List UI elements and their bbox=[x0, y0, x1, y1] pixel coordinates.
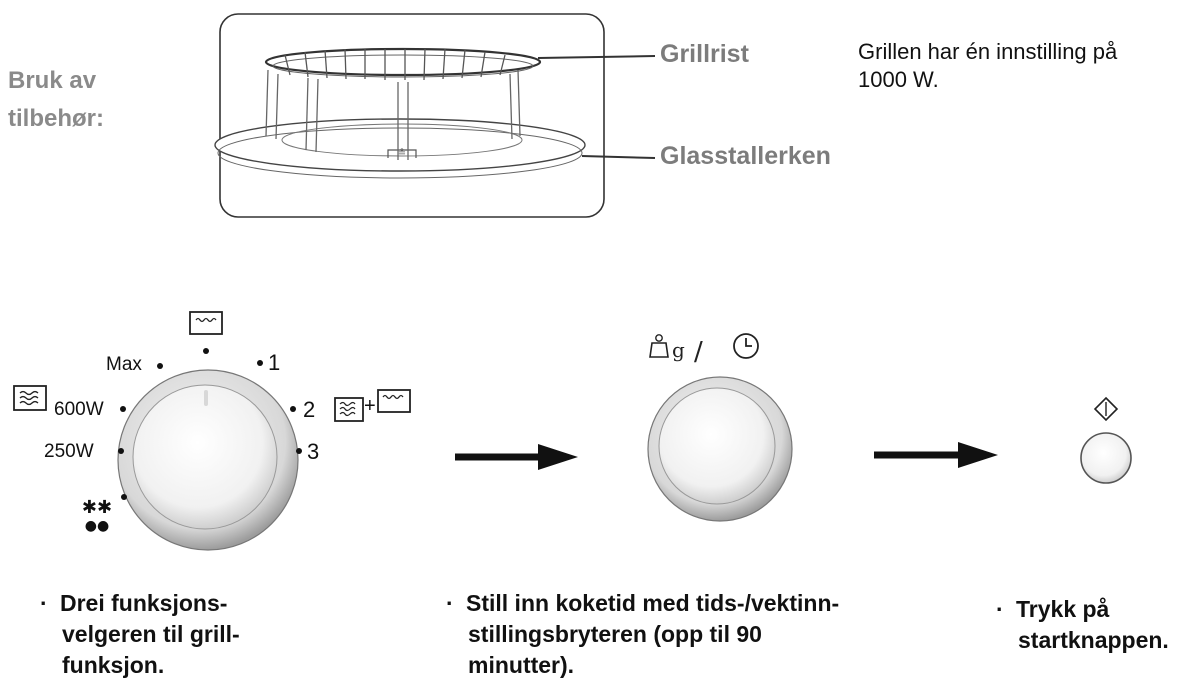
start-button[interactable] bbox=[1080, 432, 1132, 484]
step-1-line3: funksjon. bbox=[62, 652, 165, 678]
arrow-2 bbox=[874, 442, 998, 468]
label-plus: + bbox=[364, 395, 376, 417]
svg-text:≗: ≗ bbox=[398, 148, 406, 159]
step-2-line1: Still inn koketid med tids-/vektinn- bbox=[466, 590, 840, 616]
step-1-line2: velgeren til grill- bbox=[62, 621, 240, 647]
step-2-line3: minutter). bbox=[468, 652, 575, 678]
section-title-line2: tilbehør: bbox=[8, 105, 104, 132]
step-1-line1: Drei funksjons- bbox=[60, 590, 228, 616]
svg-text:✱✱: ✱✱ bbox=[82, 497, 112, 518]
dial-dots bbox=[118, 348, 302, 500]
bullet: · bbox=[446, 590, 454, 616]
callout-grillrist: Grillrist bbox=[660, 40, 749, 68]
function-dial[interactable] bbox=[117, 369, 299, 551]
label-250w: 250W bbox=[44, 441, 94, 462]
timer-weight-dial[interactable] bbox=[647, 376, 793, 522]
defrost-icon: ✱✱ ●● bbox=[82, 497, 112, 534]
svg-text:g: g bbox=[672, 338, 685, 362]
combi-icon bbox=[334, 389, 411, 422]
label-600w: 600W bbox=[54, 399, 104, 420]
microwave-icon bbox=[13, 385, 47, 411]
bullet: · bbox=[996, 596, 1004, 622]
info-line2: 1000 W. bbox=[858, 67, 939, 92]
weight-icon: g bbox=[649, 334, 685, 362]
svg-text:●●: ●● bbox=[85, 518, 109, 534]
step-3-line2: startknappen. bbox=[1018, 627, 1169, 653]
grill-power-info: Grillen har én innstilling på 1000 W. bbox=[858, 38, 1117, 94]
section-title-line1: Bruk av bbox=[8, 67, 97, 94]
clock-icon bbox=[733, 333, 759, 359]
step-2-caption: · Still inn koketid med tids-/vektinn- st… bbox=[446, 588, 839, 681]
step-2-line2: stillingsbryteren (opp til 90 bbox=[468, 621, 762, 647]
label-grill-1: 1 bbox=[268, 350, 281, 375]
slash-separator: / bbox=[694, 337, 703, 367]
grill-icon bbox=[189, 311, 223, 335]
step-3-caption: · Trykk på startknappen. bbox=[996, 594, 1196, 656]
label-grill-3: 3 bbox=[307, 439, 320, 464]
accessory-illustration: ≗ bbox=[214, 13, 656, 218]
step-3-line1: Trykk på bbox=[1016, 596, 1110, 622]
section-title: Bruk av tilbehør: bbox=[8, 62, 104, 138]
callout-glasstallerken: Glasstallerken bbox=[660, 142, 831, 170]
info-line1: Grillen har én innstilling på bbox=[858, 39, 1118, 64]
arrow-1 bbox=[455, 444, 578, 470]
label-grill-2: 2 bbox=[303, 397, 316, 422]
start-icon bbox=[1093, 396, 1119, 422]
step-1-caption: · Drei funksjons- velgeren til grill- fun… bbox=[40, 588, 240, 681]
bullet: · bbox=[40, 590, 48, 616]
label-max: Max bbox=[106, 354, 142, 375]
